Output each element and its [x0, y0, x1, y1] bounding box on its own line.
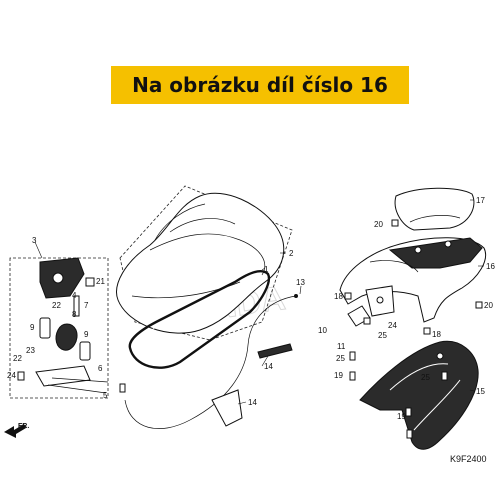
callout-25c: 25 — [421, 373, 430, 382]
strip-parts — [211, 343, 293, 427]
callout-20a: 20 — [374, 220, 383, 229]
callout-6: 6 — [98, 364, 103, 373]
callout-2: 2 — [289, 249, 294, 258]
callout-8: 8 — [72, 310, 77, 319]
callout-24b: 24 — [388, 321, 397, 330]
callout-1: 1 — [264, 265, 269, 274]
callout-labels: 1 2 3 4 5 6 7 8 9 9 10 11 13 14 14 15 16… — [7, 196, 495, 421]
callout-3: 3 — [32, 236, 37, 245]
callout-11: 11 — [337, 342, 346, 351]
callout-9b: 9 — [84, 330, 89, 339]
rear-carrier-16 — [339, 237, 486, 323]
callout-21: 21 — [96, 277, 105, 286]
callout-19a: 19 — [334, 371, 343, 380]
diagram-code: K9F2400 — [450, 454, 487, 464]
callout-22b: 22 — [13, 354, 22, 363]
callout-17: 17 — [476, 196, 485, 205]
seat-lock-assembly — [9, 257, 109, 399]
callout-7: 7 — [84, 301, 89, 310]
backrest-pad-17 — [394, 187, 475, 231]
callout-20b: 20 — [484, 301, 493, 310]
callout-19b: 19 — [397, 412, 406, 421]
banner-text: Na obrázku díl číslo 16 — [132, 73, 388, 97]
direction-label: FR. — [18, 423, 29, 430]
callout-4: 4 — [72, 291, 77, 300]
callout-22a: 22 — [52, 301, 61, 310]
callout-9a: 9 — [30, 323, 35, 332]
callout-23: 23 — [26, 346, 35, 355]
part-number-banner: Na obrázku díl číslo 16 — [111, 66, 409, 104]
callout-14a: 14 — [264, 362, 273, 371]
rear-frame-15 — [359, 340, 479, 450]
callout-24a: 24 — [7, 371, 16, 380]
bolt-fasteners — [344, 219, 483, 439]
callout-25b: 25 — [336, 354, 345, 363]
front-direction-arrow: FR. — [4, 423, 29, 438]
callout-18b: 18 — [432, 330, 441, 339]
callout-16: 16 — [486, 262, 495, 271]
callout-14b: 14 — [248, 398, 257, 407]
bracket-10-11 — [347, 285, 395, 327]
callout-5: 5 — [103, 391, 108, 400]
callout-13: 13 — [296, 278, 305, 287]
seat-seal — [128, 270, 271, 369]
seat-lock-cable — [119, 294, 298, 429]
callout-25a: 25 — [378, 331, 387, 340]
leader-lines — [34, 199, 484, 405]
callout-15: 15 — [476, 387, 485, 396]
callout-10: 10 — [318, 326, 327, 335]
callout-18a: 18 — [334, 292, 343, 301]
